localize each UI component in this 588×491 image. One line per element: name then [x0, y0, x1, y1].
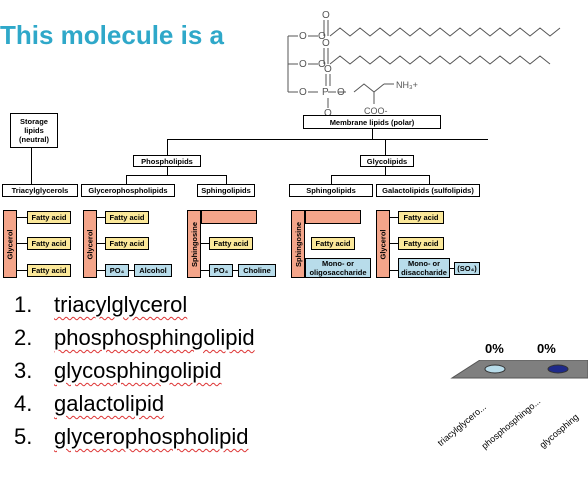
- svg-text:O: O: [318, 59, 326, 70]
- fatty-acid-box: Fatty acid: [27, 211, 71, 224]
- svg-text:O: O: [324, 64, 332, 75]
- choline-box: Choline: [238, 264, 276, 277]
- svg-text:O: O: [299, 31, 307, 42]
- fatty-acid-box: Fatty acid: [27, 237, 71, 250]
- carboxylate-group: COO-: [364, 106, 388, 116]
- triacylglycerols-box: Triacylglycerols: [2, 184, 78, 197]
- alcohol-box: Alcohol: [134, 264, 172, 277]
- sphingolipids-box-a: Sphingolipids: [197, 184, 255, 197]
- sphingosine-tail-1: [201, 210, 257, 224]
- fatty-acid-box: Fatty acid: [209, 237, 253, 250]
- chart-bar-2: [547, 364, 569, 374]
- sphingosine-block-1: Sphingosine: [187, 210, 201, 278]
- membrane-lipids-box: Membrane lipids (polar): [303, 115, 441, 129]
- svg-text:P: P: [322, 87, 329, 98]
- svg-text:O: O: [337, 87, 345, 98]
- phospholipids-box: Phospholipids: [133, 155, 201, 167]
- sphingosine-tail-2: [305, 210, 361, 224]
- glycerophospholipids-box: Glycerophospholipids: [81, 184, 175, 197]
- galactolipids-box: Galactolipids (sulfolipids): [376, 184, 480, 197]
- fatty-acid-box: Fatty acid: [105, 211, 149, 224]
- chart-bar-1: [484, 364, 506, 374]
- storage-lipids-box: Storage lipids (neutral): [10, 113, 58, 148]
- chart-value-label-1: 0%: [485, 341, 504, 356]
- oligosaccharide-box: Mono- or oligosaccharide: [305, 258, 371, 278]
- sphingolipids-box-b: Sphingolipids: [289, 184, 373, 197]
- chart-category-label-2: phosphosphingo...: [479, 396, 543, 451]
- amine-group: NH₃+: [396, 80, 418, 90]
- svg-text:O: O: [318, 31, 326, 42]
- fatty-acid-box: Fatty acid: [398, 211, 444, 224]
- fatty-acid-box: Fatty acid: [311, 237, 355, 250]
- answer-choices: 1.triacylglycerol 2.phosphosphingolipid …: [14, 288, 255, 453]
- chart-category-label-3: glycosphing: [537, 411, 581, 450]
- choice-2[interactable]: 2.phosphosphingolipid: [14, 325, 255, 350]
- svg-text:O: O: [322, 10, 330, 21]
- choice-1[interactable]: 1.triacylglycerol: [14, 292, 188, 317]
- glycolipids-box: Glycolipids: [360, 155, 414, 167]
- sphingosine-block-2: Sphingosine: [291, 210, 305, 278]
- fatty-acid-box: Fatty acid: [398, 237, 444, 250]
- phosphate-box: PO₄: [105, 264, 129, 277]
- choice-4[interactable]: 4.galactolipid: [14, 391, 165, 416]
- svg-text:O: O: [299, 87, 307, 98]
- fatty-acid-box: Fatty acid: [27, 264, 71, 277]
- glycerol-block-1: Glycerol: [3, 210, 17, 278]
- fatty-acid-box: Fatty acid: [105, 237, 149, 250]
- disaccharide-box: Mono- or disaccharide: [398, 258, 450, 278]
- phosphate-box: PO₄: [209, 264, 233, 277]
- choice-5[interactable]: 5.glycerophospholipid: [14, 424, 249, 449]
- choice-3[interactable]: 3.glycosphingolipid: [14, 358, 222, 383]
- svg-text:O: O: [324, 108, 332, 119]
- sulfate-box: (SO₄): [454, 262, 480, 275]
- glycerol-block-2: Glycerol: [83, 210, 97, 278]
- glycerol-block-3: Glycerol: [376, 210, 390, 278]
- svg-text:O: O: [322, 38, 330, 49]
- chart-value-label-2: 0%: [537, 341, 556, 356]
- chart-base: [450, 360, 588, 379]
- molecule-structure: O O O O O O O P O O O NH₃+ COO-: [287, 10, 561, 119]
- question-title: This molecule is a: [0, 20, 224, 50]
- svg-text:O: O: [299, 59, 307, 70]
